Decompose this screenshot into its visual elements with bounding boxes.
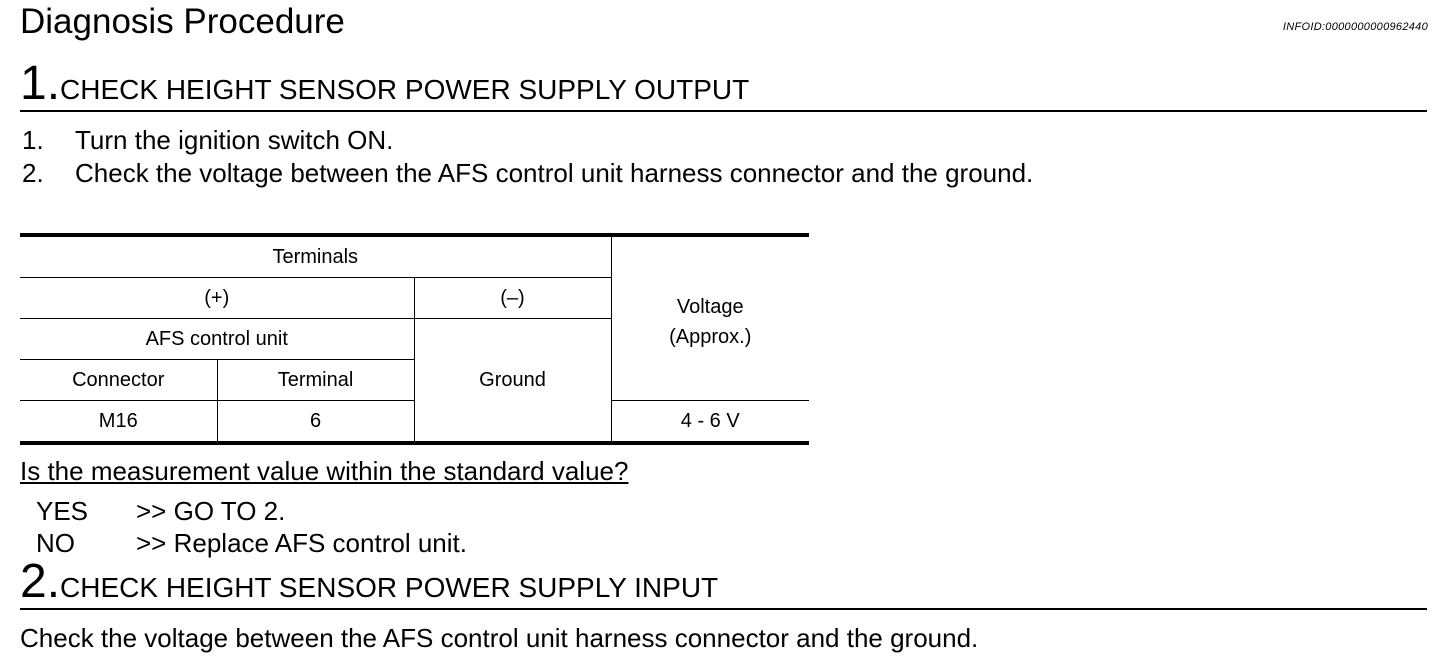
step-1-number: 1. (20, 57, 61, 110)
step-2-text: Check the voltage between the AFS contro… (20, 623, 979, 653)
answer-yes: YES >> GO TO 2. (36, 495, 467, 527)
table-row: M16 6 4 - 6 V (20, 400, 809, 444)
step-1-heading: 1. CHECK HEIGHT SENSOR POWER SUPPLY OUTP… (20, 58, 1427, 112)
terminals-table: Terminals Voltage (Approx.) (+) (–) AFS … (20, 233, 809, 445)
connector-cell: M16 (20, 400, 218, 444)
answer-key: NO (36, 528, 75, 558)
answers-list: YES >> GO TO 2. NO >> Replace AFS contro… (36, 495, 467, 559)
step-2-heading: 2. CHECK HEIGHT SENSOR POWER SUPPLY INPU… (20, 556, 1427, 610)
voltage-header-label: Voltage (676, 296, 744, 318)
instruction-item: 1. Turn the ignition switch ON. (22, 124, 1033, 157)
terminals-header: Terminals (20, 234, 612, 278)
instruction-text: Check the voltage between the AFS contro… (75, 158, 1034, 188)
instruction-text: Turn the ignition switch ON. (75, 125, 394, 155)
step-2-number: 2. (20, 555, 61, 608)
answer-key: YES (36, 496, 89, 526)
step-1-instructions: 1. Turn the ignition switch ON. 2. Check… (22, 124, 1033, 190)
answer-text: >> Replace AFS control unit. (136, 528, 467, 558)
instruction-number: 2. (22, 158, 44, 188)
instruction-item: 2. Check the voltage between the AFS con… (22, 157, 1033, 190)
minus-header: (–) (413, 277, 611, 319)
page-title: Diagnosis Procedure (20, 2, 345, 41)
step-2-title: CHECK HEIGHT SENSOR POWER SUPPLY INPUT (60, 572, 719, 603)
connector-header: Connector (20, 359, 218, 401)
ground-cell: Ground (413, 318, 611, 444)
voltage-cell: 4 - 6 V (610, 400, 809, 444)
answer-no: NO >> Replace AFS control unit. (36, 527, 467, 559)
terminal-cell: 6 (216, 400, 415, 444)
voltage-header-approx: (Approx.) (669, 326, 752, 348)
plus-header: (+) (20, 277, 415, 319)
answer-text: >> GO TO 2. (136, 496, 286, 526)
terminal-header: Terminal (216, 359, 414, 401)
afs-control-unit-header: AFS control unit (20, 318, 415, 360)
measurement-question: Is the measurement value within the stan… (20, 456, 629, 486)
step-1-title: CHECK HEIGHT SENSOR POWER SUPPLY OUTPUT (60, 74, 750, 105)
info-id: INFOID:0000000000962440 (1282, 21, 1428, 33)
instruction-number: 1. (22, 125, 44, 155)
voltage-header: Voltage (Approx.) (610, 234, 809, 401)
